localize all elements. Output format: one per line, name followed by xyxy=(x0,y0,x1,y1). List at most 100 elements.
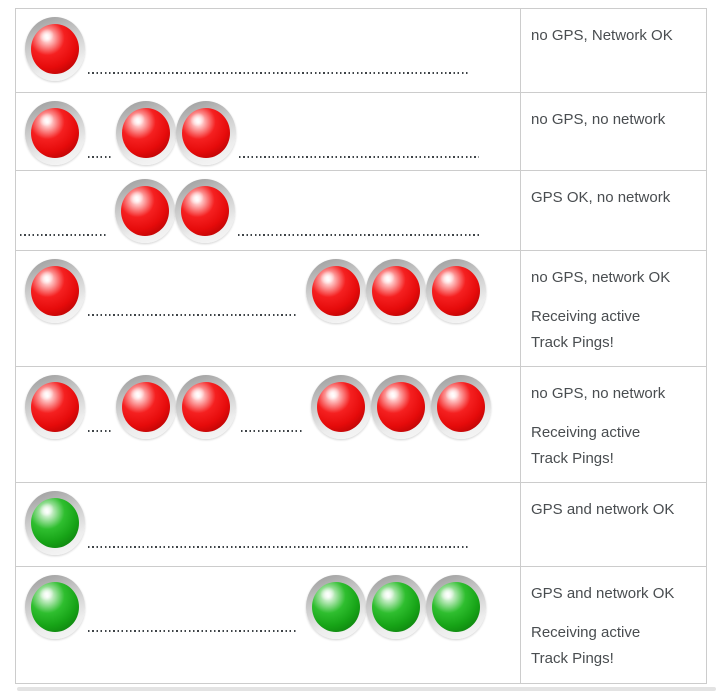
led-ball xyxy=(182,108,230,158)
blink-pause-dotted-line xyxy=(241,430,303,432)
led-ball xyxy=(31,382,79,432)
blink-pause-dotted-line xyxy=(20,234,108,236)
status-text-line: GPS and network OK xyxy=(531,585,675,602)
led-ball xyxy=(31,266,79,316)
status-text-line: Receiving active xyxy=(531,624,641,641)
red-led-icon xyxy=(25,259,85,323)
red-led-icon xyxy=(25,375,85,439)
status-text-paragraph: GPS and network OK xyxy=(531,581,698,607)
red-led-icon xyxy=(25,17,85,81)
status-text-paragraph: GPS and network OK xyxy=(531,497,698,523)
red-led-icon xyxy=(176,375,236,439)
status-text-paragraph: no GPS, network OK xyxy=(531,265,698,291)
led-pattern-cell xyxy=(16,483,521,566)
green-led-icon xyxy=(366,575,426,639)
led-strip xyxy=(16,375,520,439)
red-led-icon xyxy=(115,179,175,243)
led-strip xyxy=(16,17,520,81)
led-ball xyxy=(122,108,170,158)
status-text-line: Track Pings! xyxy=(531,334,614,351)
led-ball xyxy=(31,108,79,158)
led-ball xyxy=(377,382,425,432)
led-pattern-cell xyxy=(16,93,521,170)
led-ball xyxy=(372,266,420,316)
status-text-cell: GPS and network OK xyxy=(521,483,706,566)
status-text-line: no GPS, no network xyxy=(531,385,666,402)
table-row: no GPS, Network OK xyxy=(16,9,706,93)
red-led-icon xyxy=(175,179,235,243)
red-led-icon xyxy=(371,375,431,439)
led-ball xyxy=(121,186,169,236)
led-ball xyxy=(122,382,170,432)
red-led-icon xyxy=(25,101,85,165)
green-led-icon xyxy=(426,575,486,639)
green-led-icon xyxy=(25,575,85,639)
status-text-cell: no GPS, no network xyxy=(521,93,706,170)
led-pattern-cell xyxy=(16,367,521,482)
led-ball xyxy=(182,382,230,432)
green-led-icon xyxy=(306,575,366,639)
red-led-icon xyxy=(176,101,236,165)
led-strip xyxy=(16,575,520,639)
status-text-line: Receiving active xyxy=(531,424,641,441)
led-ball xyxy=(432,266,480,316)
red-led-icon xyxy=(116,101,176,165)
led-ball xyxy=(31,582,79,632)
red-led-icon xyxy=(311,375,371,439)
led-ball xyxy=(317,382,365,432)
status-text-line: no GPS, network OK xyxy=(531,269,671,286)
blink-pause-dotted-line xyxy=(88,72,468,74)
led-pattern-cell xyxy=(16,567,521,683)
red-led-icon xyxy=(431,375,491,439)
status-text-cell: GPS OK, no network xyxy=(521,171,706,250)
status-text-paragraph: no GPS, no network xyxy=(531,381,698,407)
status-text-line: Receiving active xyxy=(531,308,641,325)
led-ball xyxy=(437,382,485,432)
blink-pause-dotted-line xyxy=(239,156,479,158)
status-text-line: Track Pings! xyxy=(531,450,614,467)
status-text-paragraph: no GPS, no network xyxy=(531,107,698,133)
status-text-paragraph: no GPS, Network OK xyxy=(531,23,698,49)
blink-pause-dotted-line xyxy=(88,314,298,316)
blink-pause-dotted-line xyxy=(88,156,112,158)
led-strip xyxy=(16,101,520,165)
table-row: GPS and network OK xyxy=(16,483,706,567)
blink-pause-dotted-line xyxy=(88,430,112,432)
led-strip xyxy=(16,259,520,323)
led-ball xyxy=(432,582,480,632)
red-led-icon xyxy=(366,259,426,323)
led-strip xyxy=(16,491,520,555)
status-text-line: GPS OK, no network xyxy=(531,189,671,206)
led-ball xyxy=(31,24,79,74)
red-led-icon xyxy=(306,259,366,323)
red-led-icon xyxy=(116,375,176,439)
blink-pause-dotted-line xyxy=(238,234,481,236)
status-text-paragraph: GPS OK, no network xyxy=(531,185,698,211)
led-pattern-cell xyxy=(16,251,521,366)
blink-pause-dotted-line xyxy=(88,546,468,548)
led-ball xyxy=(312,266,360,316)
led-ball xyxy=(181,186,229,236)
table-row: no GPS, no network xyxy=(16,93,706,171)
status-text-line: GPS and network OK xyxy=(531,501,675,518)
led-pattern-cell xyxy=(16,171,521,250)
green-led-icon xyxy=(25,491,85,555)
red-led-icon xyxy=(426,259,486,323)
table-row: GPS OK, no network xyxy=(16,171,706,251)
status-text-cell: no GPS, Network OK xyxy=(521,9,706,92)
horizontal-scrollbar[interactable] xyxy=(17,687,716,691)
status-text-line: Track Pings! xyxy=(531,650,614,667)
led-ball xyxy=(372,582,420,632)
led-ball xyxy=(312,582,360,632)
